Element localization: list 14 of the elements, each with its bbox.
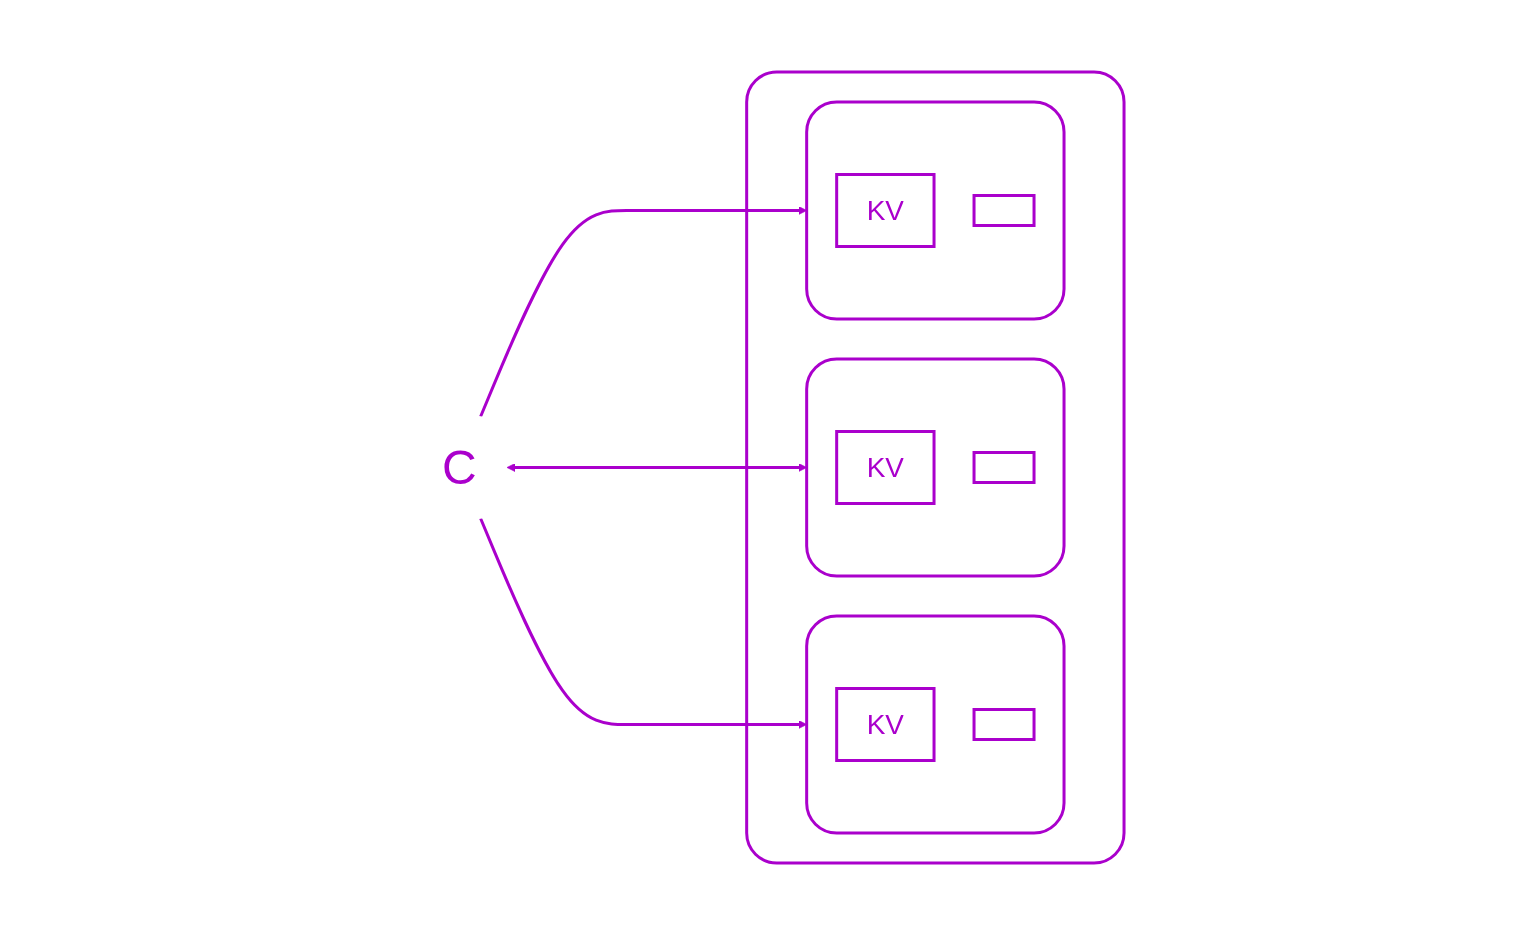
node-box (973, 708, 1036, 741)
node-text: C (442, 440, 478, 494)
arrow (479, 206, 808, 418)
node-box: KV (835, 687, 936, 762)
cluster (805, 100, 1066, 321)
cluster (805, 614, 1066, 835)
cluster (805, 357, 1066, 578)
node-box: KV (835, 430, 936, 505)
node-box: KV (835, 173, 936, 248)
arrow (507, 463, 808, 472)
node-box (973, 451, 1036, 484)
arrow (479, 517, 808, 729)
node-box (973, 194, 1036, 227)
cluster (745, 70, 1126, 865)
